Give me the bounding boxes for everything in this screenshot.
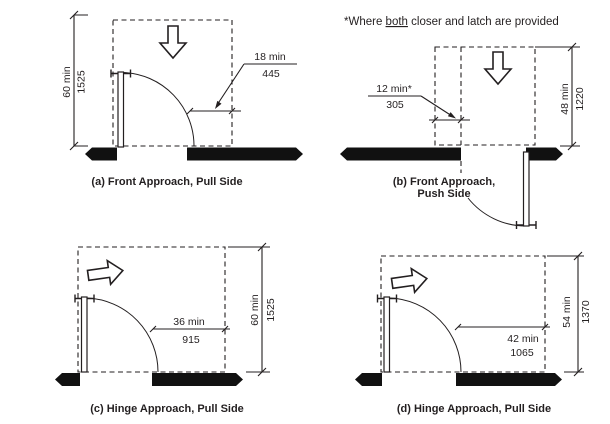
dimension-label: 48 min [559, 83, 571, 115]
door-hinge-icon [110, 69, 132, 78]
diagram-caption: Push Side [417, 188, 470, 200]
door-hinge-icon [376, 294, 398, 303]
door-leaf [80, 296, 88, 373]
dimension-metric: 1065 [510, 347, 534, 359]
clear-floor-space-outline [77, 246, 226, 373]
dimension-label: 60 min [61, 66, 73, 98]
door-leaf [383, 296, 391, 373]
right-arrow-icon [86, 258, 125, 287]
footnote-text: *Where both closer and latch are provide… [344, 16, 559, 28]
door-leaf [522, 151, 530, 227]
dimension-label: 36 min [173, 316, 205, 328]
dimension-ticks [69, 10, 79, 151]
dimension-metric: 1220 [574, 87, 586, 111]
door-swing-arc [389, 297, 462, 373]
diagram-caption: (d) Hinge Approach, Pull Side [397, 403, 551, 415]
dimension-metric: 915 [182, 334, 200, 346]
dimension-ticks [186, 107, 236, 115]
wall-segment [340, 147, 461, 161]
door-swing-arc [123, 72, 195, 147]
dimension-label: 42 min [507, 333, 539, 345]
diagram-caption: (b) Front Approach, [393, 176, 495, 188]
dimension-line [228, 246, 270, 373]
dimension-metric: 305 [386, 99, 404, 111]
dimension-label: 60 min [249, 294, 261, 326]
dimension-label: 18 min [254, 51, 286, 63]
diagram-caption: (c) Hinge Approach, Pull Side [90, 403, 244, 415]
dimension-ticks [454, 323, 549, 331]
dimension-ticks [257, 242, 267, 377]
down-arrow-icon [158, 25, 188, 60]
dimension-line [73, 14, 88, 147]
clear-floor-space-outline [434, 46, 536, 146]
wall-segment [456, 373, 562, 386]
door-swing-arc [86, 297, 159, 373]
dimension-metric: 445 [262, 68, 280, 80]
diagram-caption: (a) Front Approach, Pull Side [91, 176, 242, 188]
wall-segment [85, 147, 117, 161]
leader-line [216, 63, 297, 106]
leader-line [368, 95, 453, 117]
diagram-a-front-approach-pull-side: 60 min 1525 18 min 445 (a) Front Approac… [61, 10, 303, 188]
dimension-metric: 1370 [580, 300, 592, 324]
dimension-ticks [149, 325, 229, 333]
leader-arrowhead [215, 100, 222, 109]
wall-segment [152, 373, 243, 386]
down-arrow-icon [483, 51, 513, 86]
dimension-ticks [567, 42, 577, 151]
wall-segment [526, 147, 563, 161]
clear-floor-space-outline [380, 255, 546, 373]
dimension-metric: 1525 [265, 298, 277, 322]
diagram-d-hinge-approach-pull-side: 42 min 1065 54 min 1370 (d) Hinge Approa… [355, 251, 592, 415]
wall-segment [55, 373, 80, 386]
door-hinge-icon [74, 294, 95, 303]
diagram-b-front-approach-push-side: *Where both closer and latch are provide… [340, 16, 586, 229]
wall-segment [187, 147, 303, 161]
leader-arrowhead [447, 112, 456, 119]
dimension-ticks [573, 251, 583, 377]
dimension-label: 54 min [561, 296, 573, 328]
dimension-label: 12 min* [376, 83, 412, 95]
door-leaf [117, 71, 125, 148]
dimension-metric: 1525 [76, 70, 88, 94]
diagram-c-hinge-approach-pull-side: 36 min 915 60 min 1525 (c) Hinge Approac… [55, 242, 277, 415]
right-arrow-icon [390, 266, 429, 295]
door-swing-arc [467, 197, 527, 227]
wall-segment [355, 373, 382, 386]
dimension-ticks [431, 116, 465, 124]
